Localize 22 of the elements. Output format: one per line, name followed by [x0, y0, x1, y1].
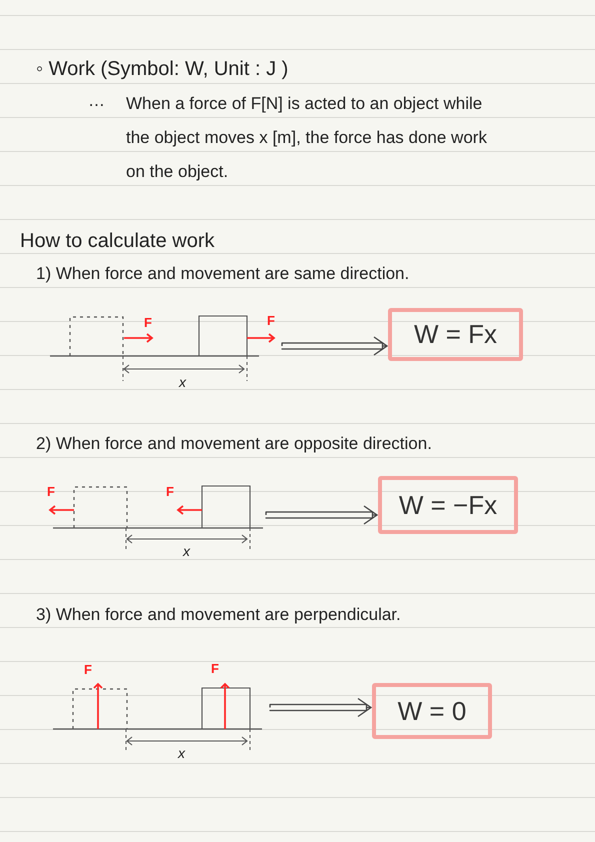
note-text: F [267, 312, 275, 330]
implies-arrow [281, 336, 388, 356]
ellipsis-mark: … [88, 90, 105, 112]
note-text: 1) When force and movement are same direction. [36, 263, 410, 285]
note-text: F [211, 660, 219, 678]
note-text: x [179, 373, 186, 392]
implies-arrow [269, 698, 372, 718]
note-text: x [178, 744, 185, 763]
note-text: F [144, 314, 152, 332]
note-text: F [84, 661, 92, 679]
note-text: 2) When force and movement are opposite direction. [36, 433, 432, 455]
formula-box: W = −Fx [378, 476, 518, 534]
note-text: 3) When force and movement are perpendicular. [36, 604, 401, 626]
note-text: F [47, 483, 55, 501]
note-text: ◦ Work (Symbol: W, Unit : J ) [36, 57, 288, 82]
note-text: x [183, 542, 190, 561]
implies-arrow [265, 505, 378, 525]
note-text: F [166, 483, 174, 501]
definition-text: When a force of F[N] is acted to an object while the object moves x [m], the force has done work on the object. [126, 93, 488, 183]
note-text: How to calculate work [20, 229, 215, 254]
formula-box: W = Fx [388, 308, 523, 361]
formula-box: W = 0 [372, 683, 492, 739]
